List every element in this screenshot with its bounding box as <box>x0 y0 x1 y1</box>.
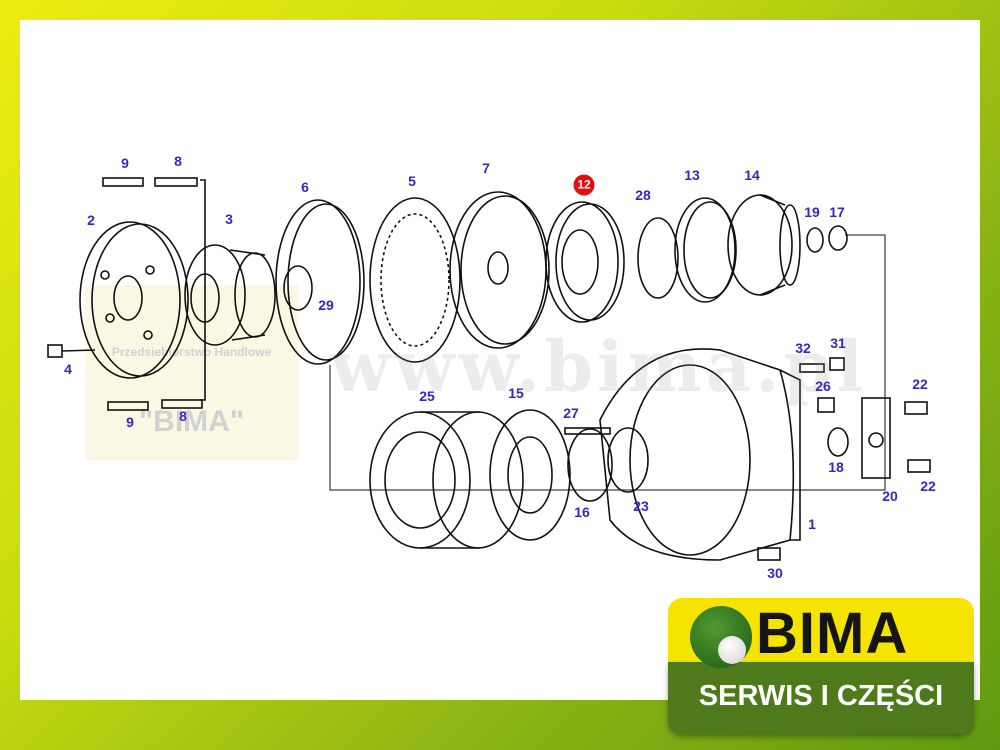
part-2-flange-disc <box>79 221 189 379</box>
part-7-pressure-plate <box>449 191 550 349</box>
part-15-disc <box>489 409 571 541</box>
part-label[interactable]: 32 <box>795 340 811 356</box>
part-label[interactable]: 27 <box>563 405 579 421</box>
part-4-bolt <box>47 344 96 358</box>
part-label[interactable]: 22 <box>912 376 928 392</box>
part-label[interactable]: 13 <box>684 167 700 183</box>
part-label[interactable]: 16 <box>574 504 590 520</box>
part-label[interactable]: 9 <box>121 155 129 171</box>
part-label[interactable]: 26 <box>815 378 831 394</box>
logo-ball-highlight-icon <box>718 636 746 664</box>
part-label[interactable]: 6 <box>301 179 309 195</box>
part-label[interactable]: 5 <box>408 173 416 189</box>
part-label[interactable]: 22 <box>920 478 936 494</box>
part-label[interactable]: 15 <box>508 385 524 401</box>
logo-tagline: SERWIS I CZĘŚCI <box>698 680 944 712</box>
part-label[interactable]: 17 <box>829 204 845 220</box>
watermark-box: Przedsiebiorstwo Handlowe "BIMA" <box>85 285 298 460</box>
part-label[interactable]: 30 <box>767 565 783 581</box>
part-label[interactable]: 4 <box>64 361 72 377</box>
part-label[interactable]: 23 <box>633 498 649 514</box>
parts-18-20-22-26-31-32-fittings <box>757 357 931 561</box>
parts-19-17-seals <box>806 225 848 253</box>
part-14-cup <box>727 194 801 296</box>
part-label[interactable]: 8 <box>179 408 187 424</box>
watermark-company-line: Przedsiebiorstwo Handlowe <box>111 345 272 359</box>
logo-name: BIMA <box>756 601 909 666</box>
part-label[interactable]: 31 <box>830 335 846 351</box>
part-label[interactable]: 9 <box>126 414 134 430</box>
leader-lines <box>329 234 886 491</box>
bima-logo: BIMA SERWIS I CZĘŚCI <box>668 598 974 734</box>
part-28-circlip <box>637 217 679 299</box>
part-label[interactable]: 2 <box>87 212 95 228</box>
part-label[interactable]: 29 <box>318 297 334 313</box>
part-label[interactable]: 8 <box>174 153 182 169</box>
parts-16-23-rings <box>564 427 649 502</box>
part-3-gear-hub <box>184 244 276 346</box>
part-label[interactable]: 14 <box>744 167 760 183</box>
part-label[interactable]: 18 <box>828 459 844 475</box>
part-label[interactable]: 3 <box>225 211 233 227</box>
part-5-toothed-disc <box>369 197 461 363</box>
part-label[interactable]: 28 <box>635 187 651 203</box>
part-13-ring <box>674 197 737 303</box>
part-label[interactable]: 25 <box>419 388 435 404</box>
part-label[interactable]: 1 <box>808 516 816 532</box>
part-1-housing <box>599 348 801 561</box>
part-25-drum <box>369 411 524 549</box>
watermark-company-name: "BIMA" <box>138 405 245 438</box>
part-label[interactable]: 7 <box>482 160 490 176</box>
part-12-bearing <box>545 201 625 323</box>
logo-bottom-band <box>668 662 974 734</box>
part-label[interactable]: 20 <box>882 488 898 504</box>
part-6-clutch-plate <box>275 199 365 365</box>
parts-8-9-pins <box>102 177 206 411</box>
diagram-panel <box>20 20 980 700</box>
watermark-site: www.bima.pl <box>330 325 867 408</box>
part-label[interactable]: 19 <box>804 204 820 220</box>
part-label-highlighted[interactable]: 12 <box>573 174 595 196</box>
